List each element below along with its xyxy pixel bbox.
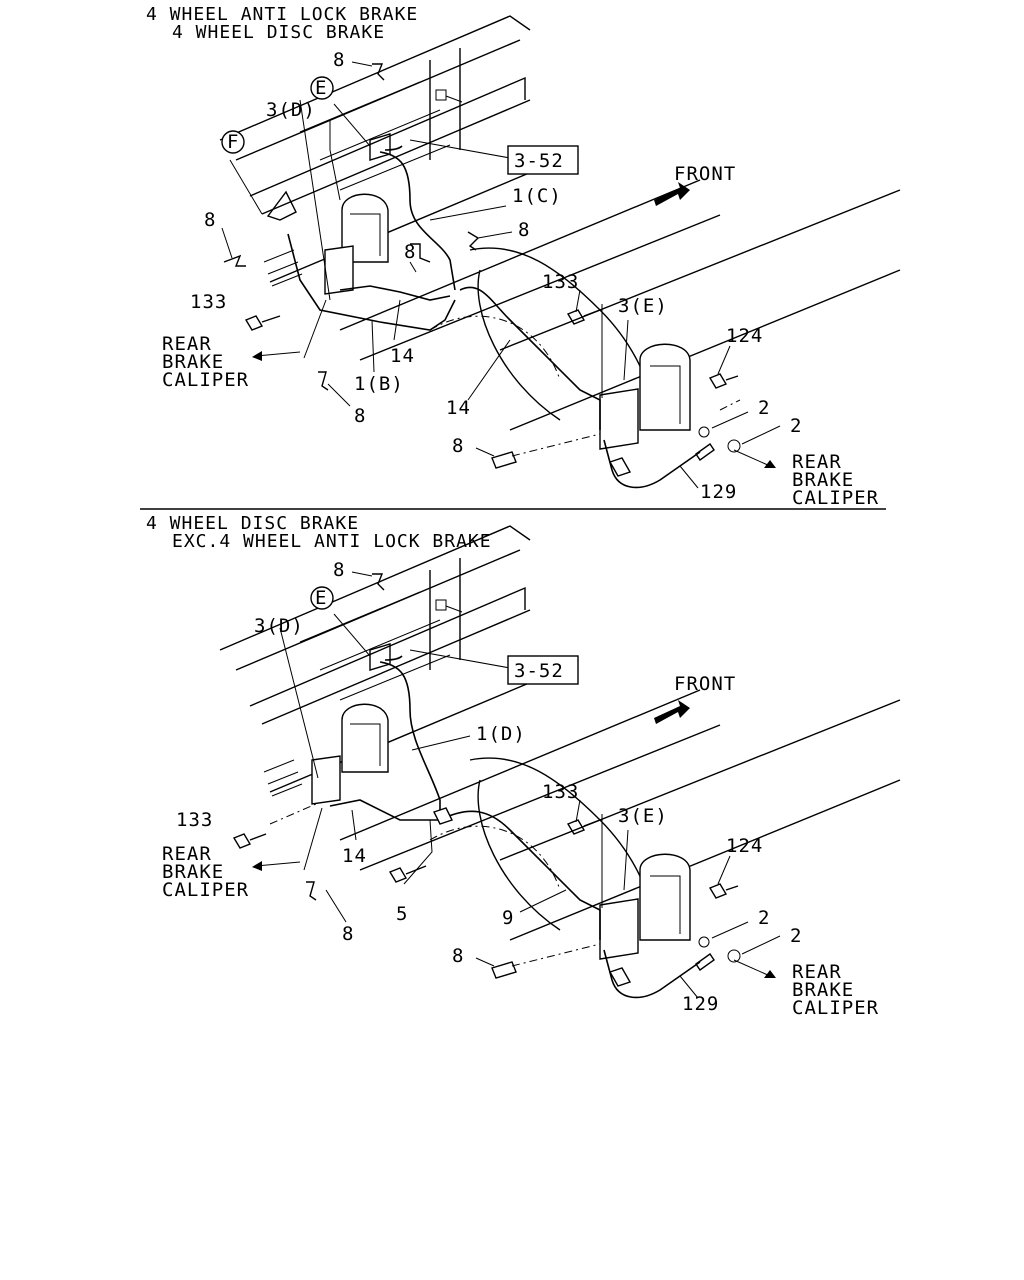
leader-lines bbox=[221, 61, 781, 489]
circle-f bbox=[221, 130, 245, 154]
callout: 2 bbox=[758, 397, 770, 419]
bolts bbox=[232, 819, 741, 963]
callout: 9 bbox=[502, 907, 514, 929]
callout: 1(C) bbox=[512, 185, 562, 207]
callout: 3(D) bbox=[266, 99, 316, 121]
right-bump-stop bbox=[599, 343, 691, 450]
callout: 129 bbox=[682, 993, 719, 1015]
left-bump-stop bbox=[324, 193, 389, 295]
callout: 3(E) bbox=[618, 805, 668, 827]
callout: 8 bbox=[404, 241, 416, 263]
callout: 8 bbox=[354, 405, 366, 427]
callout: 8 bbox=[518, 219, 530, 241]
callout: 133 bbox=[542, 271, 579, 293]
rear-axle bbox=[339, 179, 901, 431]
ref-box-label: 3-52 bbox=[514, 150, 564, 172]
callout: 8 bbox=[333, 559, 345, 581]
arrows bbox=[252, 182, 776, 468]
callout: 129 bbox=[700, 481, 737, 503]
clips bbox=[223, 63, 517, 469]
circle-e bbox=[310, 586, 334, 610]
rear-left-line1: REAR bbox=[162, 333, 212, 355]
callout: 8 bbox=[204, 209, 216, 231]
callout: 14 bbox=[390, 345, 415, 367]
ref-box bbox=[507, 655, 579, 685]
callout: 1(B) bbox=[354, 373, 404, 395]
callout: 5 bbox=[396, 903, 408, 925]
callout: 133 bbox=[542, 781, 579, 803]
rear-left-line1: REAR bbox=[162, 843, 212, 865]
circle-e-label: E bbox=[315, 77, 327, 99]
callout: 124 bbox=[726, 835, 763, 857]
rear-right-line2: BRAKE bbox=[792, 979, 854, 1001]
rear-axle bbox=[339, 689, 901, 941]
callout: 2 bbox=[758, 907, 770, 929]
callout: 3(D) bbox=[254, 615, 304, 637]
leader-lines bbox=[269, 571, 781, 999]
callout: 14 bbox=[446, 397, 471, 419]
rear-right-line3: CALIPER bbox=[792, 997, 879, 1019]
front-label: FRONT bbox=[674, 673, 736, 695]
callout: 8 bbox=[342, 923, 354, 945]
section-title-line2: EXC.4 WHEEL ANTI LOCK BRAKE bbox=[172, 531, 492, 552]
circle-f-label: F bbox=[227, 131, 239, 153]
ref-box-label: 3-52 bbox=[514, 660, 564, 682]
callout: 14 bbox=[342, 845, 367, 867]
front-label: FRONT bbox=[674, 163, 736, 185]
rear-left-line3: CALIPER bbox=[162, 369, 249, 391]
circle-e bbox=[310, 76, 334, 100]
section-disc-brake: 4 WHEEL DISC BRAKE EXC.4 WHEEL ANTI LOCK… bbox=[146, 513, 901, 1019]
rear-right-line3: CALIPER bbox=[792, 487, 879, 509]
left-bump-stop bbox=[311, 703, 389, 805]
rear-left-line2: BRAKE bbox=[162, 351, 224, 373]
callout: 3(E) bbox=[618, 295, 668, 317]
callout: 8 bbox=[452, 435, 464, 457]
clips bbox=[306, 573, 517, 979]
rear-right-line1: REAR bbox=[792, 961, 842, 983]
brake-pipes bbox=[287, 145, 715, 489]
section-anti-lock: 4 WHEEL ANTI LOCK BRAKE 4 WHEEL DISC BRA… bbox=[146, 4, 901, 509]
callout: 1(D) bbox=[476, 723, 526, 745]
section-title-line1: 4 WHEEL ANTI LOCK BRAKE bbox=[146, 4, 418, 25]
rear-right-line2: BRAKE bbox=[792, 469, 854, 491]
callout: 133 bbox=[190, 291, 227, 313]
callout: 8 bbox=[452, 945, 464, 967]
rear-left-line3: CALIPER bbox=[162, 879, 249, 901]
callout: 133 bbox=[176, 809, 213, 831]
section-title-line2: 4 WHEEL DISC BRAKE bbox=[172, 22, 385, 43]
rear-right-line1: REAR bbox=[792, 451, 842, 473]
arrows bbox=[252, 700, 776, 978]
rear-left-line2: BRAKE bbox=[162, 861, 224, 883]
right-bump-stop bbox=[599, 853, 691, 960]
section-title-line1: 4 WHEEL DISC BRAKE bbox=[146, 513, 359, 534]
ref-box bbox=[507, 145, 579, 175]
circle-e-label: E bbox=[315, 587, 327, 609]
callout: 8 bbox=[333, 49, 345, 71]
callout: 124 bbox=[726, 325, 763, 347]
bolts bbox=[244, 309, 741, 453]
callout: 2 bbox=[790, 415, 802, 437]
brake-pipes bbox=[329, 655, 715, 999]
callout: 2 bbox=[790, 925, 802, 947]
